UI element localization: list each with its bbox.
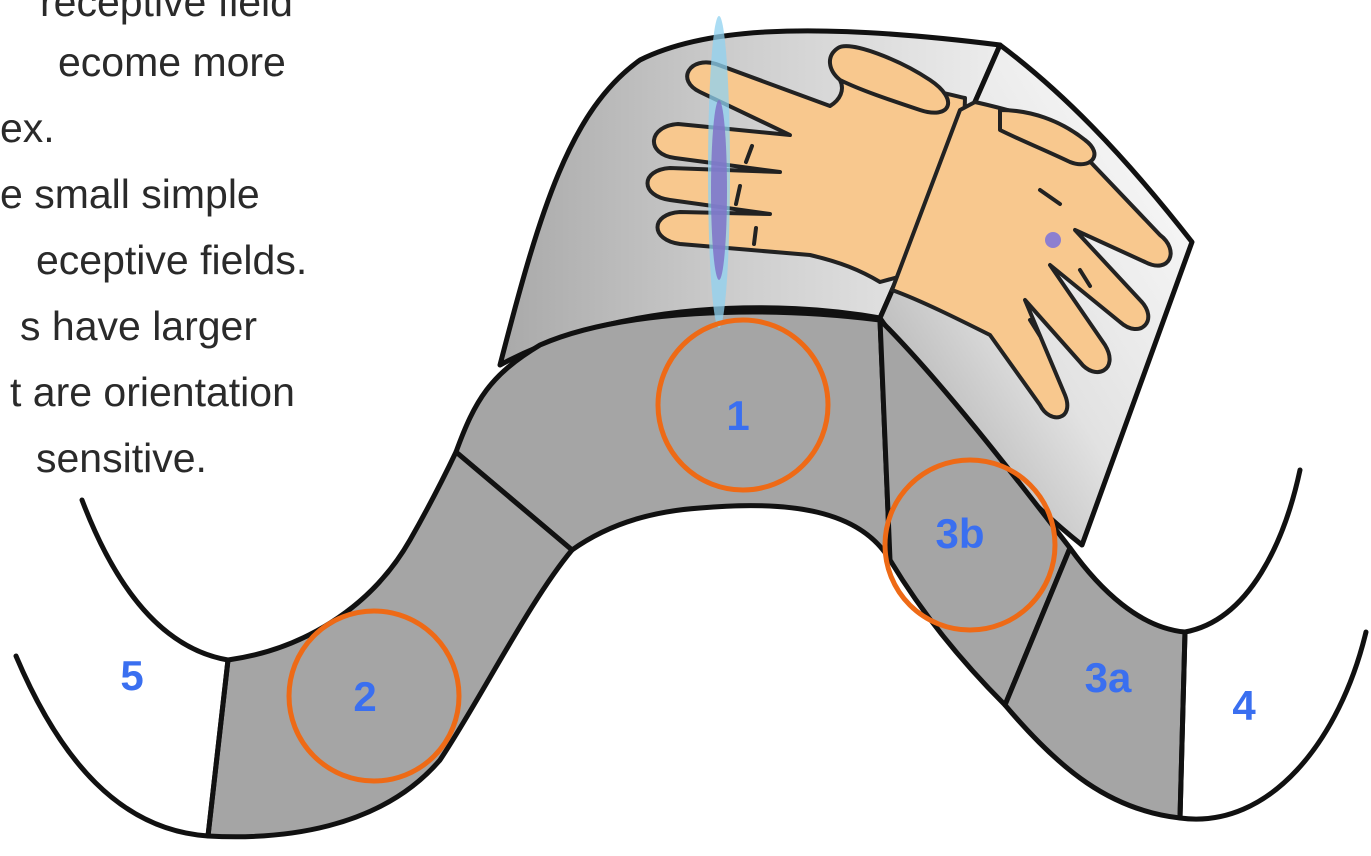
outer-curve-left-inner bbox=[82, 500, 228, 660]
area-2-label: 2 bbox=[353, 673, 376, 720]
area-3a-label: 3a bbox=[1085, 654, 1132, 701]
area-1-label: 1 bbox=[726, 392, 749, 439]
area-5-label: 5 bbox=[120, 652, 143, 699]
outer-curve-right-outer bbox=[1180, 632, 1366, 819]
outer-curve-right-inner bbox=[1185, 470, 1300, 632]
small-receptive-field bbox=[1045, 232, 1061, 248]
area-3b-label: 3b bbox=[935, 510, 984, 557]
outer-curve-left-outer bbox=[16, 656, 208, 836]
area-4-label: 4 bbox=[1232, 682, 1256, 729]
elongated-receptive-field bbox=[711, 100, 727, 280]
